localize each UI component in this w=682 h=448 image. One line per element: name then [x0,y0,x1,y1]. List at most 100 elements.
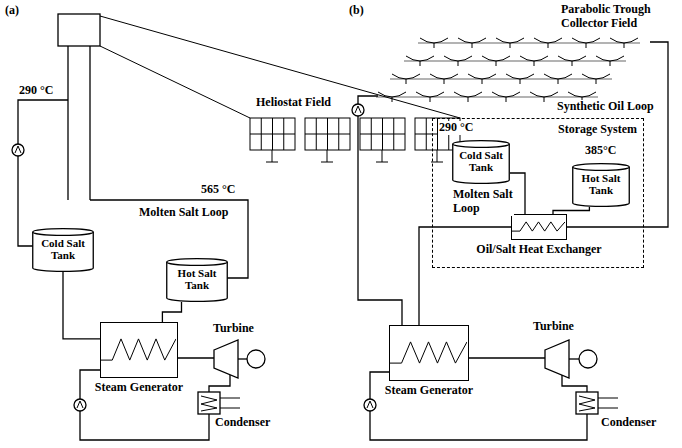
tank-top [33,229,94,236]
heat-exchanger-box: Oil/Salt Heat Exchanger [463,214,615,256]
trough-stand [510,43,511,48]
trough-collector [582,74,610,79]
heliostat-grid [305,134,350,135]
heliostat [305,118,350,150]
pipe-connector [162,302,181,322]
trough-field [376,38,640,102]
text-label: Condenser [214,416,271,430]
trough-stand [586,43,587,48]
node-text: Hot Salt Tank [572,163,630,196]
trough-stand [392,97,393,102]
trough-collector [406,56,434,61]
coil-line [101,339,176,360]
pipe-connector [63,272,100,339]
heliostat-grid [250,134,295,135]
text-label: (a) [4,4,20,18]
trough-stand [506,97,507,102]
trough-collector [492,92,520,97]
trough-collector [610,38,638,43]
trough-stand [534,61,535,66]
coil-symbol [390,326,467,379]
trough-collector [506,74,534,79]
trough-stand [548,43,549,48]
heliostat [360,118,405,150]
heliostat-stand [327,150,328,162]
trough-collector [430,74,458,79]
node-text: Cold Salt Tank [452,140,510,173]
trough-stand [468,97,469,102]
trough-stand [624,43,625,48]
trough-collector [544,74,572,79]
tank-top [573,164,630,171]
trough-collector [558,56,586,61]
heliostat-stand [266,162,278,163]
text-label: (b) [348,4,365,18]
tank-top [167,259,228,266]
node-text: Storage System [558,123,637,136]
heat-exchanger-box: Steam Generator [374,325,484,397]
trough-collector [520,56,548,61]
trough-stand [430,97,431,102]
trough-stand [496,61,497,66]
trough-collector [496,38,524,43]
pump-symbols [12,104,376,411]
text-label: Synthetic Oil Loop [556,100,655,114]
exchanger-shell [100,322,178,378]
node-text: Oil/Salt Heat Exchanger [463,243,615,256]
exchanger-shell [511,214,567,240]
trough-pipe [418,43,640,44]
heliostat-stand [376,162,388,163]
salt-tank: Cold Salt Tank [452,140,510,184]
text-label: Molten Salt Loop [138,206,229,220]
trough-collector [458,38,486,43]
tank-top [453,141,510,148]
trough-collector [482,56,510,61]
text-label: 290 °C [18,84,54,98]
trough-pipe [376,97,598,98]
text-label: Turbine [532,320,575,334]
heliostat-stand [382,150,383,162]
heliostat-stand [272,150,273,162]
salt-tank: Hot Salt Tank [166,258,228,302]
trough-collector [572,38,600,43]
text-label: Parabolic Trough Collector Field [560,3,674,31]
text-label: Turbine [212,322,255,336]
trough-collector [596,56,624,61]
trough-stand [544,97,545,102]
trough-collector [454,92,482,97]
heat-exchanger-box: Steam Generator [84,322,194,394]
coil-symbol [512,215,565,238]
node-text: Steam Generator [374,384,484,397]
pipe-connector [553,207,589,214]
trough-stand [520,79,521,84]
trough-pipe [404,61,626,62]
heliostat [250,118,295,150]
text-label: 290 °C [438,121,474,135]
trough-stand [558,79,559,84]
coil-line [390,342,467,363]
trough-pipe [390,79,612,80]
trough-stand [420,61,421,66]
exchanger-shell [389,325,469,381]
trough-collector [444,56,472,61]
trough-collector [392,74,420,79]
trough-stand [472,43,473,48]
trough-collector [534,38,562,43]
oil-loop [358,42,668,335]
trough-stand [444,79,445,84]
text-label: Molten Salt Loop [452,188,514,216]
text-label: Heliostat Field [255,96,332,110]
salt-tank: Hot Salt Tank [572,163,630,207]
coil-symbol [101,323,176,376]
trough-stand [610,61,611,66]
trough-collector [378,92,406,97]
text-label: Condenser [600,416,657,430]
heliostat-grid [360,134,405,135]
trough-stand [434,43,435,48]
trough-collector [568,92,596,97]
coil-line [512,222,565,231]
solar-tower [58,14,460,200]
trough-collector [420,38,448,43]
trough-collector [468,74,496,79]
node-text: Steam Generator [84,381,194,394]
